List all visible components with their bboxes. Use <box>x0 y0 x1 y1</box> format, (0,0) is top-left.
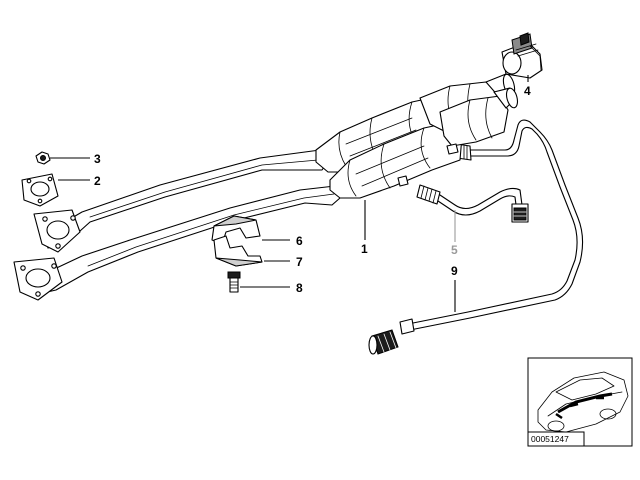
callout-2: 2 <box>94 174 101 188</box>
diagram-part-number: 00051247 <box>531 434 569 444</box>
pipe-clamp[interactable] <box>501 32 543 79</box>
flange-gasket[interactable] <box>21 173 59 207</box>
callout-labels: 1 2 3 4 5 6 7 8 9 <box>94 84 531 295</box>
callout-4: 4 <box>524 84 531 98</box>
callout-7: 7 <box>296 255 303 269</box>
catalytic-converter[interactable] <box>315 73 519 199</box>
pipe-flange-upper[interactable] <box>33 209 81 253</box>
callout-3: 3 <box>94 152 101 166</box>
oxygen-sensor-long[interactable] <box>368 119 584 355</box>
callout-1: 1 <box>361 242 368 256</box>
vehicle-location-thumbnail[interactable]: 00051247 <box>527 357 633 447</box>
callout-6: 6 <box>296 234 303 248</box>
bracket-bolt[interactable] <box>227 271 241 293</box>
pipe-flange-lower[interactable] <box>13 257 63 301</box>
callout-9: 9 <box>451 264 458 278</box>
car-icon <box>537 371 629 433</box>
oxygen-sensor-short[interactable] <box>416 184 529 223</box>
callout-5: 5 <box>451 243 458 257</box>
hex-nut[interactable] <box>35 151 51 165</box>
callout-8: 8 <box>296 281 303 295</box>
hanger-bracket-lower[interactable] <box>213 235 263 267</box>
callout-leaders <box>50 75 529 312</box>
